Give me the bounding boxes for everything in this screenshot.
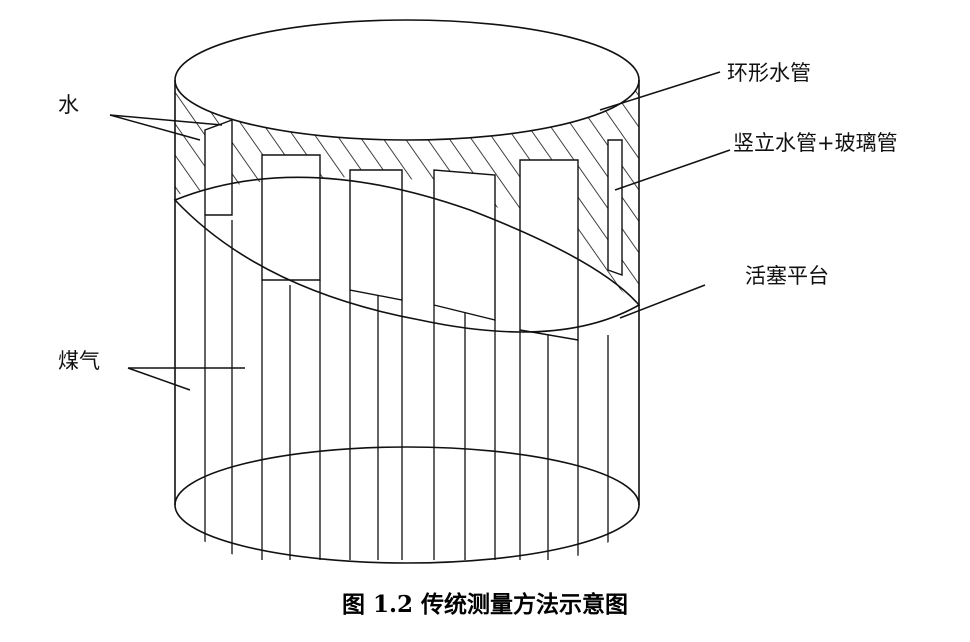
leader-ring xyxy=(599,71,721,111)
top-rim xyxy=(174,19,640,141)
figure-caption: 图 1.2 传统测量方法示意图 xyxy=(342,591,628,618)
leader-lines xyxy=(109,71,731,391)
label-ring-pipe: 环形水管 xyxy=(727,61,811,85)
pipe-3 xyxy=(349,169,403,301)
leader-water-1 xyxy=(109,114,201,141)
label-piston: 活塞平台 xyxy=(745,264,829,288)
label-vertical-pipe: 竖立水管+玻璃管 xyxy=(733,131,898,155)
leader-gas-2 xyxy=(127,367,191,391)
leader-vertical xyxy=(614,149,731,191)
pipe-1 xyxy=(204,118,233,216)
gas-vertical-lines xyxy=(204,215,609,560)
pipe-5 xyxy=(519,159,579,341)
label-water: 水 xyxy=(58,93,79,117)
leader-piston xyxy=(619,284,706,319)
vertical-pipes xyxy=(204,118,623,341)
cylinder-outline xyxy=(174,19,640,564)
water-hatch-band xyxy=(175,80,639,300)
label-gas: 煤气 xyxy=(58,349,100,373)
pipe-2 xyxy=(261,154,321,281)
leader-water-2 xyxy=(109,114,223,126)
bottom-rim xyxy=(174,446,640,564)
pipe-6 xyxy=(607,139,623,276)
pipe-4 xyxy=(433,169,496,321)
